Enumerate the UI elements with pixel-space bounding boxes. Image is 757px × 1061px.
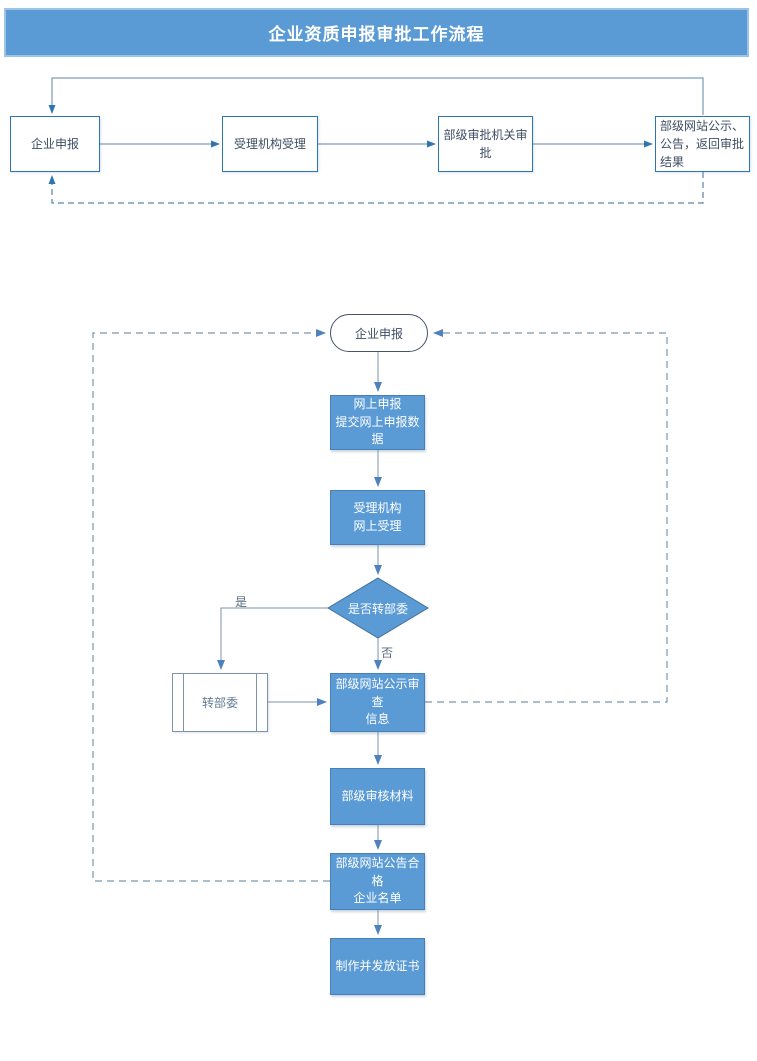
step-ministry-review: 部级审核材料 bbox=[330, 768, 425, 825]
step-announce-list: 部级网站公告合格 企业名单 bbox=[330, 853, 425, 910]
arrow-decision-yes bbox=[217, 607, 328, 670]
top-node-publish-result: 部级网站公示、公告，返回审批结果 bbox=[655, 116, 750, 172]
start-node-label: 企业申报 bbox=[354, 326, 403, 341]
step-transfer-ministry: 转部委 bbox=[172, 673, 268, 732]
branch-label-no: 否 bbox=[381, 646, 394, 660]
start-node-enterprise-apply: 企业申报 bbox=[330, 314, 428, 352]
step-label: 部级网站公告合格 企业名单 bbox=[335, 856, 420, 906]
top-node-label: 部级网站公示、公告，返回审批结果 bbox=[660, 119, 745, 169]
feedback-dashed-line bbox=[48, 172, 704, 204]
top-node-label: 部级审批机关审批 bbox=[443, 128, 528, 160]
branch-label-yes: 是 bbox=[235, 595, 248, 609]
step-online-apply: 网上申报 提交网上申报数据 bbox=[330, 395, 425, 450]
top-node-label: 受理机构受理 bbox=[233, 137, 306, 151]
top-node-label: 企业申报 bbox=[30, 137, 79, 151]
step-label: 转部委 bbox=[201, 696, 238, 710]
decision-transfer-ministry: 是否转部委 bbox=[328, 578, 428, 638]
step-label: 部级网站公示审查 信息 bbox=[335, 677, 420, 727]
step-online-accept: 受理机构 网上受理 bbox=[330, 490, 425, 545]
top-node-enterprise-apply: 企业申报 bbox=[10, 116, 100, 172]
title-banner: 企业资质申报审批工作流程 bbox=[4, 8, 749, 57]
step-publicity-review: 部级网站公示审查 信息 bbox=[330, 673, 425, 732]
top-node-ministry-approval: 部级审批机关审批 bbox=[438, 116, 533, 172]
step-label: 制作并发放证书 bbox=[335, 958, 420, 973]
step-label: 部级审核材料 bbox=[341, 788, 414, 803]
decision-label: 是否转部委 bbox=[347, 601, 408, 616]
feedback-solid-line bbox=[48, 77, 704, 115]
step-issue-certificate: 制作并发放证书 bbox=[330, 938, 425, 995]
step-label: 网上申报 提交网上申报数据 bbox=[335, 397, 420, 447]
step-label: 受理机构 网上受理 bbox=[353, 501, 402, 533]
dashed-announce-to-start bbox=[92, 329, 330, 882]
page-title: 企业资质申报审批工作流程 bbox=[268, 25, 485, 44]
top-node-acceptance: 受理机构受理 bbox=[222, 116, 318, 172]
dashed-review-to-start bbox=[425, 329, 668, 703]
decision-diamond-shape bbox=[327, 577, 429, 639]
